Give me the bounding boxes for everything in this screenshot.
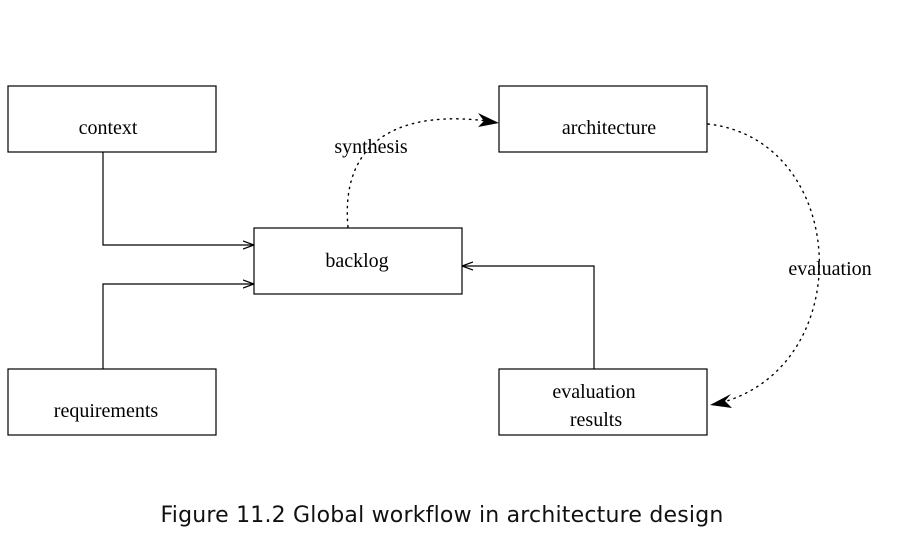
node-backlog-label: backlog	[325, 250, 388, 272]
synthesis-arrowhead	[478, 113, 499, 127]
node-evaluation-results: evaluation results	[498, 368, 708, 436]
node-evaluation-results-label-line2: results	[570, 409, 622, 431]
edge-evaluation	[707, 123, 821, 405]
edge-label-synthesis: synthesis	[334, 136, 408, 158]
node-requirements: requirements	[7, 368, 217, 436]
figure-caption: Figure 11.2 Global workflow in architect…	[160, 503, 724, 528]
node-evaluation-results-label-line1: evaluation	[552, 381, 635, 403]
edge-synthesis	[346, 118, 495, 228]
node-requirements-label: requirements	[54, 400, 159, 422]
node-architecture: architecture	[498, 85, 708, 153]
node-backlog: backlog	[253, 227, 463, 295]
node-context-label: context	[79, 117, 138, 139]
evaluation-arrowhead	[710, 394, 732, 408]
edge-requirements-to-backlog	[102, 284, 254, 369]
edge-results-to-backlog	[462, 266, 595, 369]
node-architecture-label: architecture	[562, 117, 656, 139]
edge-context-to-backlog	[102, 152, 254, 245]
edge-label-evaluation: evaluation	[788, 258, 871, 280]
node-context: context	[7, 85, 217, 153]
